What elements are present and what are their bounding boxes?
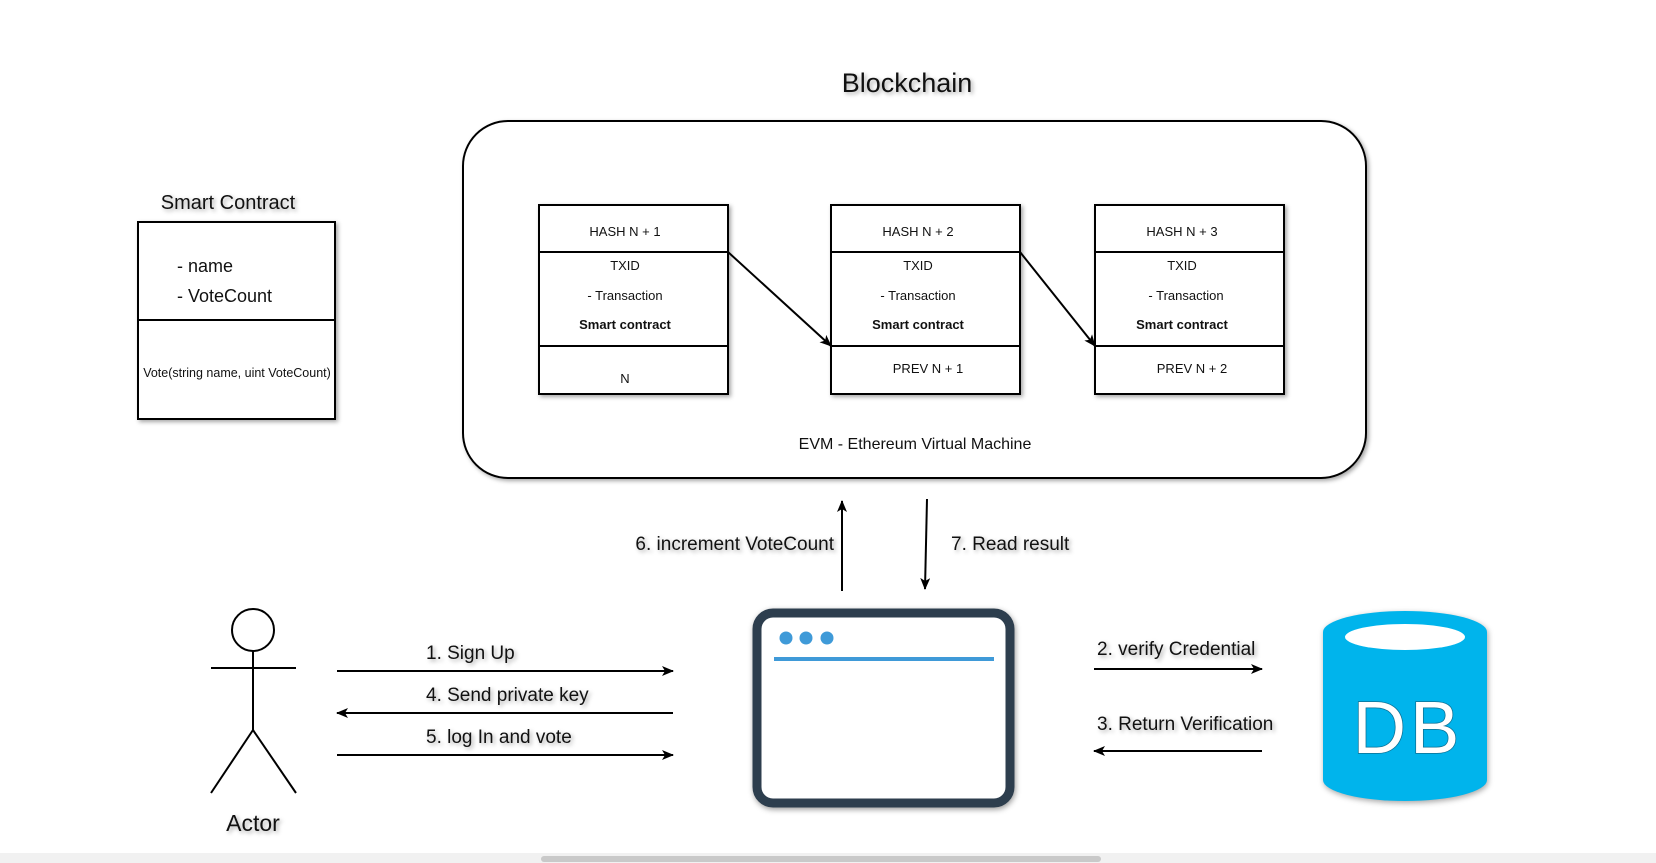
block-1-prev: N: [620, 371, 629, 386]
block-2-contract: Smart contract: [872, 317, 964, 332]
flow-send-key-label: 4. Send private key: [426, 685, 589, 706]
block-3-hash: HASH N + 3: [1146, 224, 1217, 239]
block-3-txid: TXID: [1167, 258, 1197, 273]
block-3-contract: Smart contract: [1136, 317, 1228, 332]
block-1-hash: HASH N + 1: [589, 224, 660, 239]
block-2-transaction: - Transaction: [880, 288, 955, 303]
flow-login-vote-label: 5. log In and vote: [426, 727, 572, 748]
smart-contract-method: Vote(string name, uint VoteCount): [143, 366, 331, 380]
database-label: DB: [1353, 686, 1464, 769]
block-3-prev: PREV N + 2: [1157, 361, 1227, 376]
flow-increment-label: 6. increment VoteCount: [635, 534, 834, 555]
block-3: HASH N + 3 TXID - Transaction Smart cont…: [1094, 204, 1285, 395]
flow-read-result-label: 7. Read result: [951, 534, 1070, 555]
scrollbar-thumb[interactable]: [541, 856, 1101, 862]
flow-verify-label: 2. verify Credential: [1097, 639, 1255, 660]
app-window-icon: [752, 608, 1015, 808]
flow-sign-up-label: 1. Sign Up: [426, 643, 515, 664]
block-1-contract: Smart contract: [579, 317, 671, 332]
block-1-transaction: - Transaction: [587, 288, 662, 303]
blockchain-title: Blockchain: [842, 68, 973, 98]
block-3-transaction: - Transaction: [1148, 288, 1223, 303]
smart-contract-title: Smart Contract: [161, 192, 296, 214]
block-2-hash: HASH N + 2: [882, 224, 953, 239]
actor-label: Actor: [226, 810, 280, 836]
flow-return-verification-label: 3. Return Verification: [1097, 714, 1273, 735]
actor-icon: [210, 608, 297, 794]
smart-contract-attr-name: - name: [177, 256, 233, 276]
block-2-txid: TXID: [903, 258, 933, 273]
flow-read-result-arrow: [920, 498, 931, 590]
block-1: HASH N + 1 TXID - Transaction Smart cont…: [538, 204, 729, 395]
smart-contract-box: - name - VoteCount Vote(string name, uin…: [137, 221, 336, 420]
database-icon: DB: [1323, 611, 1487, 801]
block-2-prev: PREV N + 1: [893, 361, 963, 376]
smart-contract-attr-votecount: - VoteCount: [177, 286, 272, 306]
block-2: HASH N + 2 TXID - Transaction Smart cont…: [830, 204, 1021, 395]
block-1-txid: TXID: [610, 258, 640, 273]
chain-link-2-3: [1019, 251, 1096, 347]
chain-link-1-2: [727, 251, 832, 347]
evm-label: EVM - Ethereum Virtual Machine: [799, 436, 1032, 453]
